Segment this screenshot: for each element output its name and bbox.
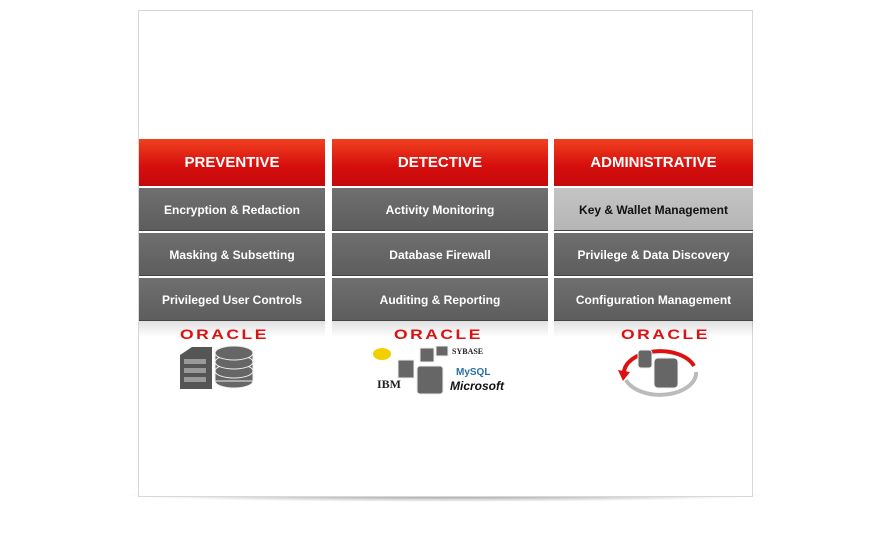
- list-item: Encryption & Redaction: [139, 188, 325, 231]
- oracle-logo: ORACLE: [621, 326, 710, 342]
- column-administrative: ADMINISTRATIVE Key & Wallet Management P…: [554, 139, 753, 337]
- multi-vendor-database-icon: [373, 345, 449, 395]
- sybase-logo: SYBASE: [452, 347, 484, 356]
- list-item: Privileged User Controls: [139, 278, 325, 321]
- column-preventive: PREVENTIVE Encryption & Redaction Maskin…: [139, 139, 325, 337]
- oracle-logo: ORACLE: [180, 326, 269, 342]
- list-item: Activity Monitoring: [332, 188, 548, 231]
- list-item: Database Firewall: [332, 233, 548, 276]
- oracle-logo: ORACLE: [394, 326, 483, 342]
- list-item-highlighted: Key & Wallet Management: [554, 188, 753, 231]
- managed-database-cycle-icon: [618, 349, 699, 397]
- column-header: PREVENTIVE: [139, 139, 325, 186]
- ibm-logo: IBM: [377, 377, 401, 391]
- column-header: DETECTIVE: [332, 139, 548, 186]
- list-item: Privilege & Data Discovery: [554, 233, 753, 276]
- column-header: ADMINISTRATIVE: [554, 139, 753, 186]
- list-item: Configuration Management: [554, 278, 753, 321]
- mysql-logo: MySQL: [456, 367, 491, 378]
- server-database-icon: [180, 345, 254, 389]
- list-item: Auditing & Reporting: [332, 278, 548, 321]
- microsoft-logo: Microsoft: [450, 379, 504, 393]
- column-detective: DETECTIVE Activity Monitoring Database F…: [332, 139, 548, 337]
- list-item: Masking & Subsetting: [139, 233, 325, 276]
